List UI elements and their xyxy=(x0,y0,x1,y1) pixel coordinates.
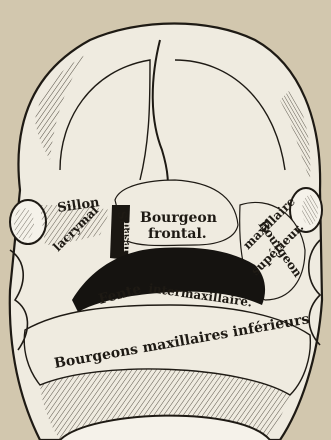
left-eye-shading xyxy=(14,208,34,240)
right-eye-shading xyxy=(302,195,318,225)
label-bourgeon-frontal-1: Bourgeon xyxy=(140,210,217,226)
label-bourgeon-frontal-2: frontal. xyxy=(148,226,207,242)
label-sillon-nasal-2: nasal xyxy=(121,222,132,252)
